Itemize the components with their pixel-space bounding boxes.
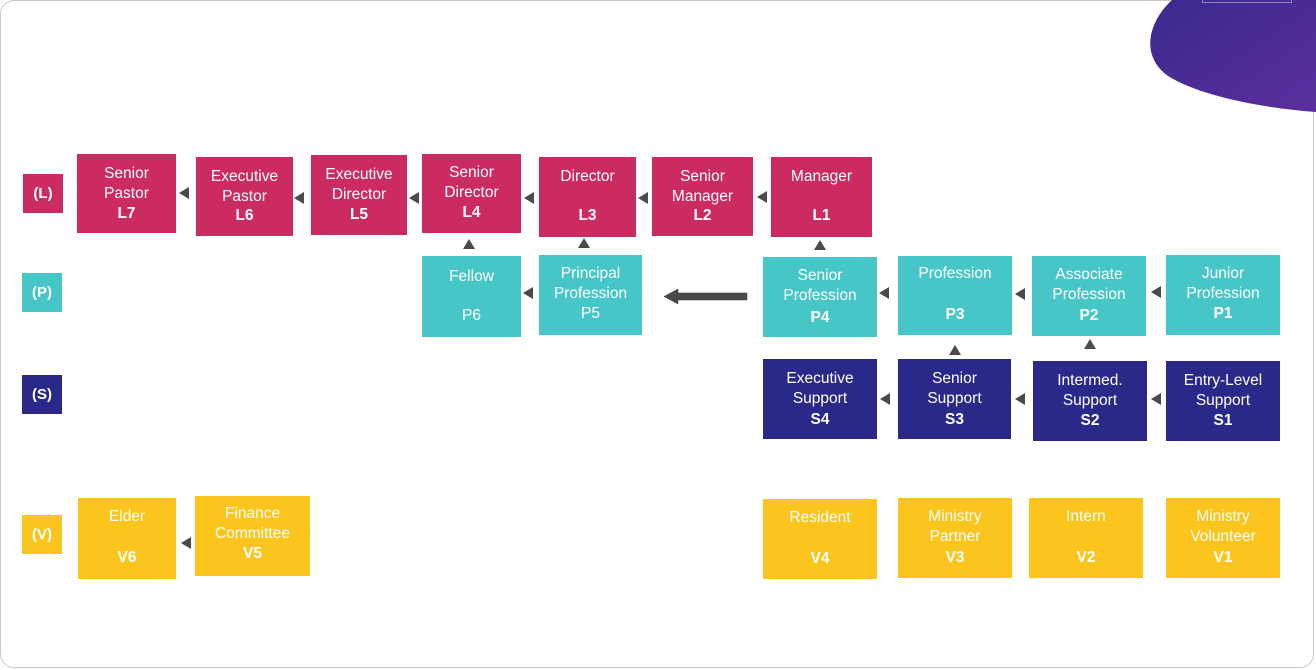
role-code: L5 xyxy=(349,206,369,223)
role-box-l2: Senior Manager L2 xyxy=(652,157,753,236)
role-code: P1 xyxy=(1213,305,1233,322)
role-box-p5: Principal Profession P5 xyxy=(539,255,642,335)
role-title: Senior Manager xyxy=(671,168,734,205)
role-box-p3: Profession P3 xyxy=(898,256,1012,335)
role-box-p4: Senior Profession P4 xyxy=(763,257,877,337)
arrow-up-icon xyxy=(578,238,590,248)
role-box-v1: Ministry Volunteer V1 xyxy=(1166,498,1280,578)
role-title: Elder xyxy=(108,508,146,525)
role-box-s2: Intermed. Support S2 xyxy=(1033,361,1147,441)
role-box-v4: Resident V4 xyxy=(763,499,877,579)
role-title: Fellow xyxy=(449,268,494,285)
role-title: Executive Pastor xyxy=(210,168,279,205)
role-code: P2 xyxy=(1079,307,1099,324)
arrow-left-icon xyxy=(524,192,534,204)
role-code: V4 xyxy=(810,550,830,567)
tier-tag-professional: (P) xyxy=(22,273,62,312)
arrow-left-icon xyxy=(181,537,191,549)
role-code: S1 xyxy=(1213,412,1233,429)
role-title: Profession xyxy=(918,265,992,282)
role-box-l1: Manager L1 xyxy=(771,157,872,237)
role-title: Senior Profession xyxy=(783,267,857,304)
role-code: P3 xyxy=(945,306,965,323)
role-box-v2: Intern V2 xyxy=(1029,498,1143,578)
arrow-left-icon xyxy=(757,191,767,203)
role-code: V3 xyxy=(945,549,965,566)
arrow-left-icon xyxy=(294,192,304,204)
role-title: Intermed. Support xyxy=(1057,372,1123,409)
arrow-left-icon xyxy=(1151,393,1161,405)
tier-tag-volunteer: (V) xyxy=(22,515,62,554)
arrow-up-icon xyxy=(463,239,475,249)
role-title: Senior Support xyxy=(927,370,982,407)
role-title: Associate Profession xyxy=(1052,266,1126,303)
role-title: Senior Director xyxy=(444,164,499,201)
role-code: S2 xyxy=(1080,412,1100,429)
arrow-left-icon xyxy=(1015,288,1025,300)
arrow-left-icon xyxy=(638,192,648,204)
role-code: V1 xyxy=(1213,549,1233,566)
arrow-left-icon xyxy=(879,287,889,299)
role-box-v5: Finance Committee V5 xyxy=(195,496,310,576)
arrow-left-icon xyxy=(1151,286,1161,298)
role-box-p2: Associate Profession P2 xyxy=(1032,256,1146,336)
role-box-l4: Senior Director L4 xyxy=(422,154,521,233)
role-code: P4 xyxy=(810,309,830,326)
role-title: Ministry Partner xyxy=(928,508,982,545)
tier-tag-support: (S) xyxy=(22,375,62,414)
big-arrow-left-icon xyxy=(664,288,748,305)
role-box-v3: Ministry Partner V3 xyxy=(898,498,1012,578)
role-box-l7: Senior Pastor L7 xyxy=(77,154,176,233)
role-code: S4 xyxy=(810,411,830,428)
arrow-left-icon xyxy=(1015,393,1025,405)
arrow-up-icon xyxy=(949,345,961,355)
role-box-s4: Executive Support S4 xyxy=(763,359,877,439)
arrow-left-icon xyxy=(523,287,533,299)
role-title: Intern xyxy=(1066,508,1106,525)
arrow-up-icon xyxy=(814,240,826,250)
role-code: L4 xyxy=(462,204,481,221)
role-code: V6 xyxy=(117,549,137,566)
role-code: L7 xyxy=(117,205,136,222)
arrow-left-icon xyxy=(880,393,890,405)
role-code: V5 xyxy=(243,545,262,562)
role-box-l3: Director L3 xyxy=(539,157,636,237)
role-code: L6 xyxy=(235,207,254,224)
role-title: Senior Pastor xyxy=(104,165,149,202)
role-box-l6: Executive Pastor L6 xyxy=(196,157,293,236)
role-code: P6 xyxy=(462,307,481,324)
role-title: Principal Profession xyxy=(553,265,628,302)
role-title: Junior Profession xyxy=(1186,265,1260,302)
role-title: Finance Committee xyxy=(215,505,290,542)
arrow-up-icon xyxy=(1084,339,1096,349)
role-code: L2 xyxy=(693,207,712,224)
role-title: Resident xyxy=(789,509,851,526)
arrow-left-icon xyxy=(179,187,189,199)
role-title: Director xyxy=(560,168,615,185)
role-box-v6: Elder V6 xyxy=(78,498,176,579)
role-code: L3 xyxy=(578,207,597,224)
role-title: Executive Director xyxy=(325,166,393,203)
role-title: Executive Support xyxy=(786,370,854,407)
top-bar-decoration xyxy=(1202,0,1292,3)
role-box-p1: Junior Profession P1 xyxy=(1166,255,1280,335)
tier-tag-leadership: (L) xyxy=(23,174,63,213)
role-box-p6: Fellow P6 xyxy=(422,256,521,337)
role-code: L1 xyxy=(812,207,831,224)
role-code: S3 xyxy=(945,411,964,428)
arrow-left-icon xyxy=(409,192,419,204)
role-code: P5 xyxy=(581,305,600,322)
role-title: Manager xyxy=(790,168,853,185)
role-code: V2 xyxy=(1076,549,1096,566)
role-title: Ministry Volunteer xyxy=(1190,508,1256,545)
role-box-s3: Senior Support S3 xyxy=(898,359,1011,439)
role-title: Entry-Level Support xyxy=(1183,372,1263,409)
role-box-l5: Executive Director L5 xyxy=(311,155,407,235)
role-box-s1: Entry-Level Support S1 xyxy=(1166,361,1280,441)
